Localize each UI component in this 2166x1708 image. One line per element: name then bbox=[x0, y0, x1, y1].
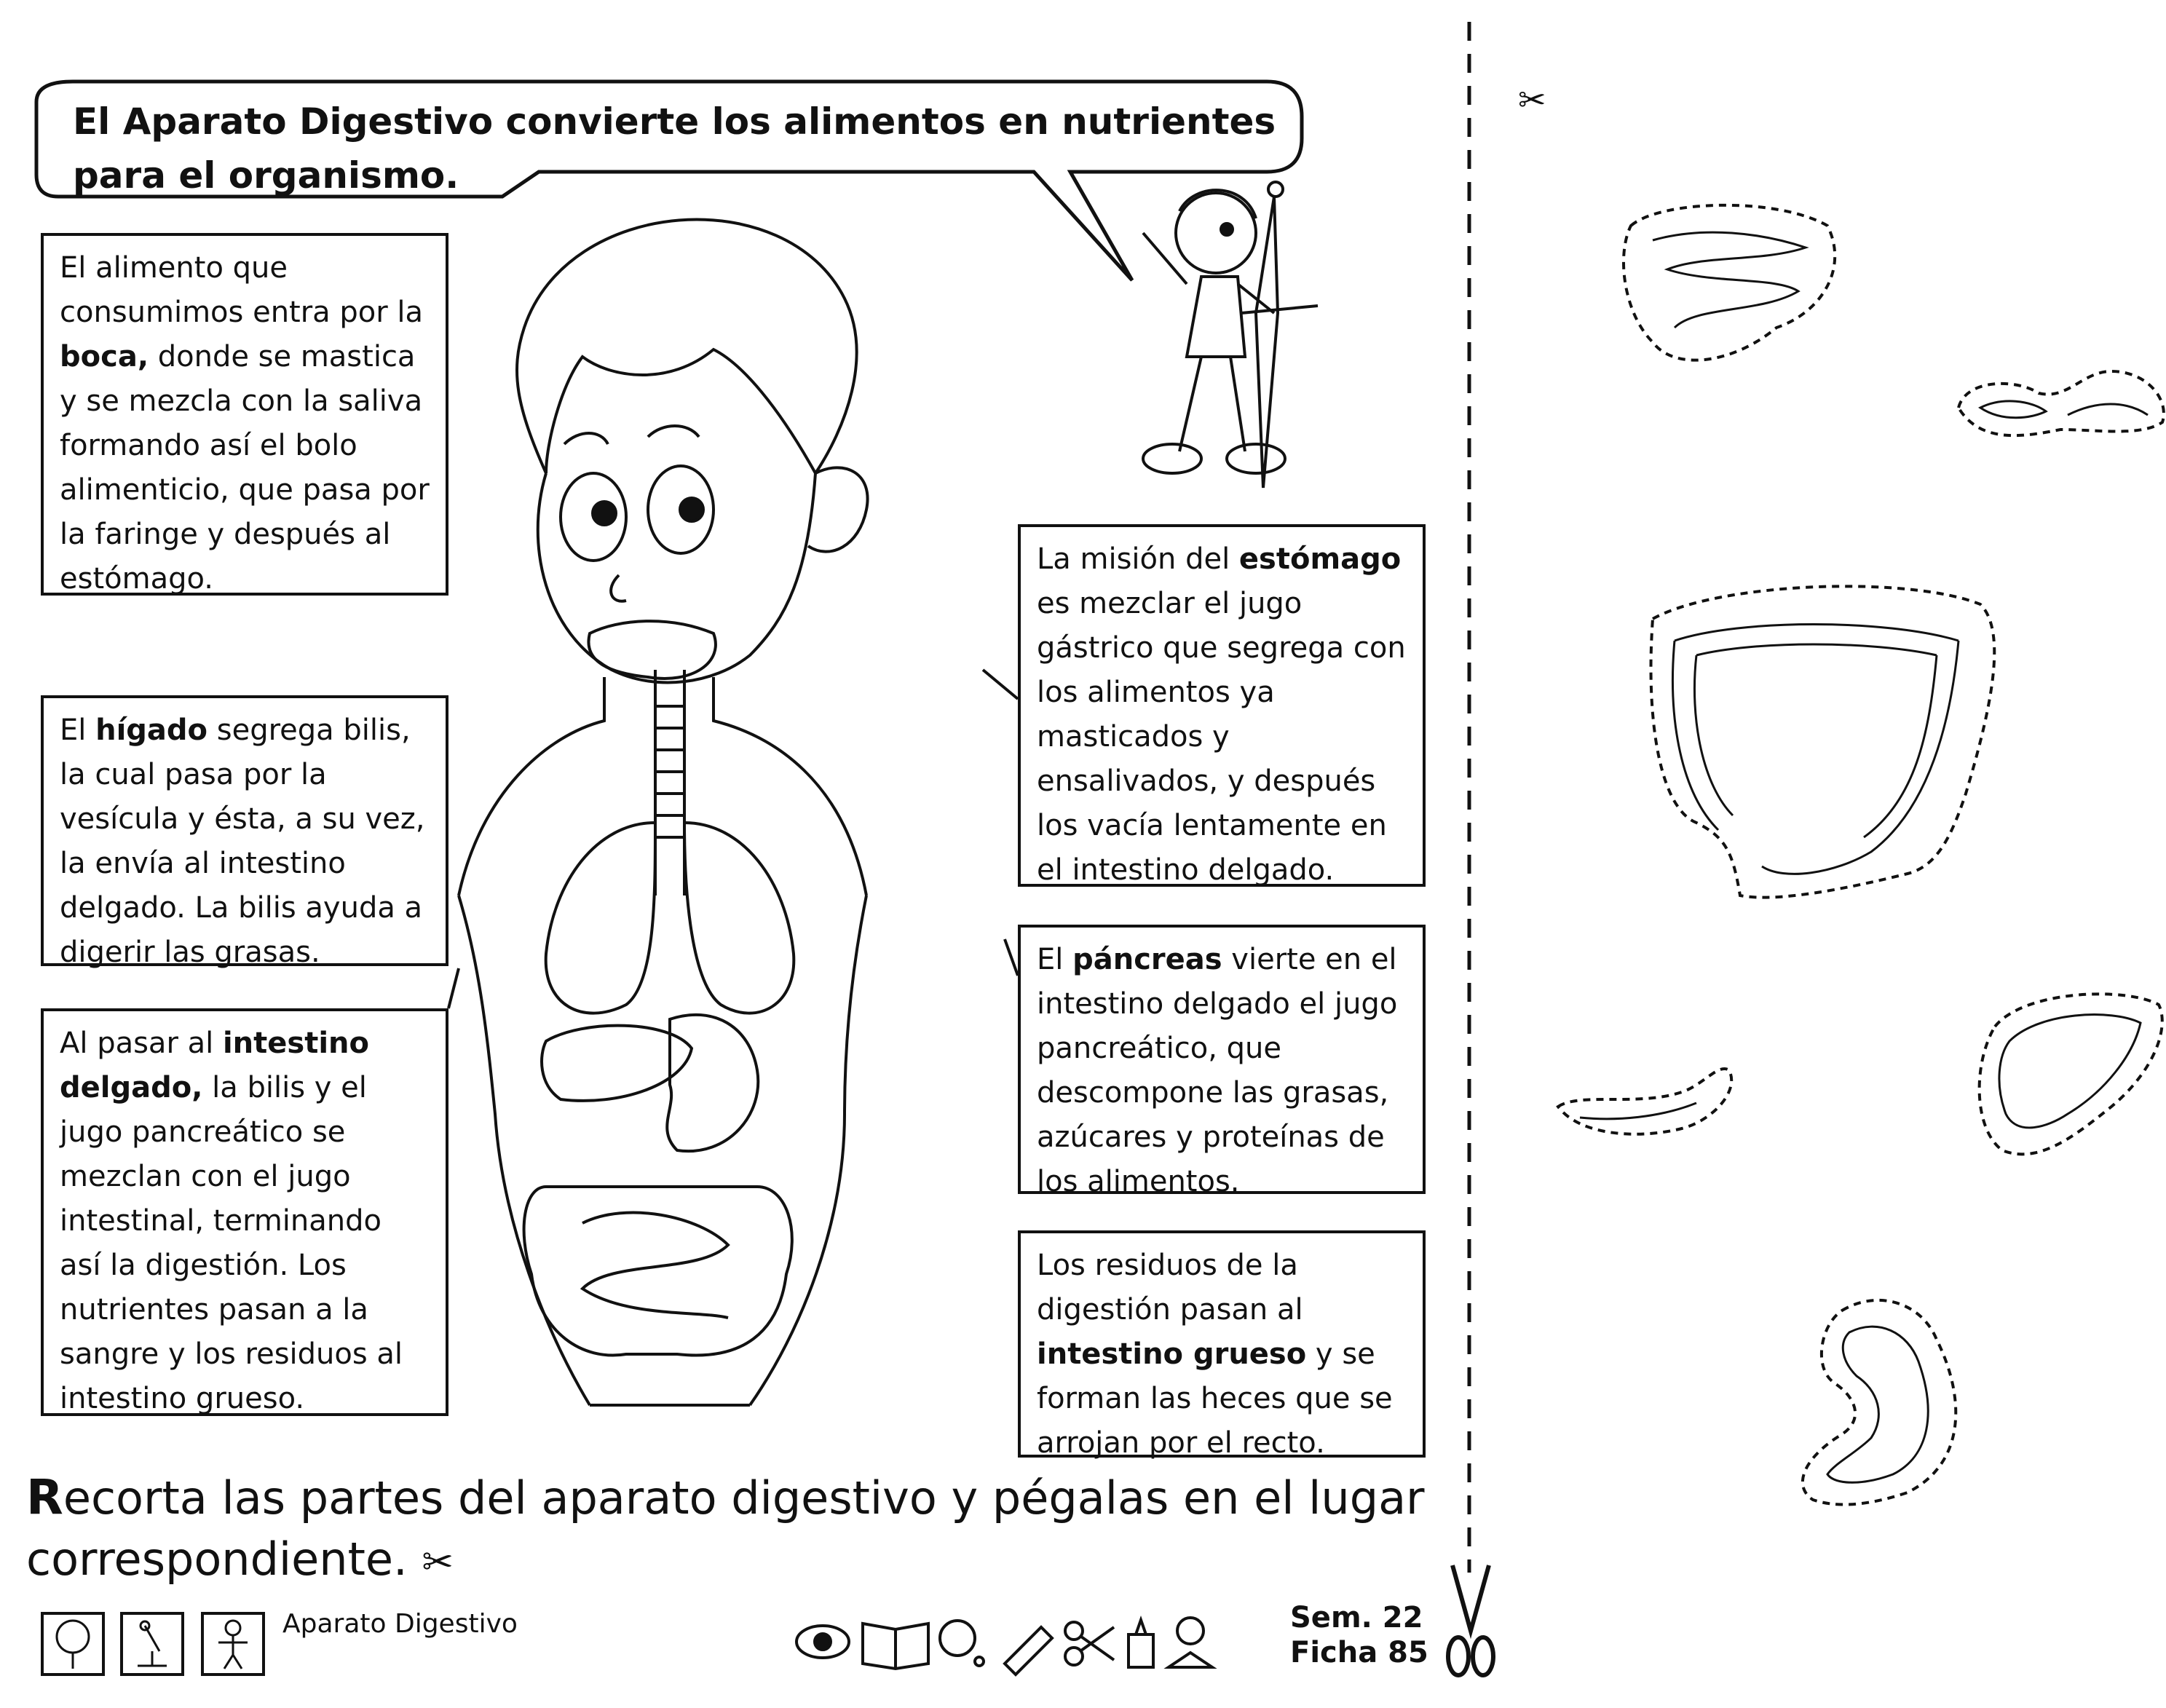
glue-icon bbox=[1127, 1615, 1155, 1669]
info-box-pancreas: El páncreas vierte en el intestino delga… bbox=[1018, 925, 1426, 1198]
pancreas-text-pre: El bbox=[1037, 943, 1073, 976]
scissors-girl-icon: ✂ bbox=[422, 1541, 454, 1584]
pancreas-keyword: páncreas bbox=[1072, 943, 1222, 976]
cutout-large-intestine bbox=[1649, 585, 1996, 899]
cutout-liver bbox=[1977, 992, 2164, 1156]
eye-icon bbox=[795, 1624, 850, 1659]
girl-with-sword-illustration bbox=[1142, 181, 1319, 489]
estomago-text-post: es mezclar el jugo gástrico que segrega … bbox=[1037, 587, 1406, 887]
info-box-estomago: La misión del estómago es mezclar el jug… bbox=[1018, 524, 1426, 887]
estomago-keyword: estómago bbox=[1238, 542, 1402, 576]
intestino-delgado-text-post: la bilis y el jugo pancreático se mezcla… bbox=[60, 1071, 403, 1415]
page-title: El Aparato Digestivo convierte los alime… bbox=[73, 95, 1311, 202]
title-line-2: para el organismo. bbox=[73, 154, 459, 197]
digestive-system-illustration bbox=[457, 218, 869, 1407]
boca-text-pre: El alimento que consumimos entra por la bbox=[60, 251, 424, 329]
microscope-icon bbox=[120, 1612, 184, 1676]
info-box-higado: El hígado segrega bilis, la cual pasa po… bbox=[41, 695, 448, 969]
intestino-delgado-text-pre: Al pasar al bbox=[60, 1027, 223, 1060]
intestino-delgado-keyword: intestino delgado, bbox=[60, 1027, 369, 1104]
title-speech-bubble bbox=[34, 79, 1304, 282]
ficha-number: Ficha 85 bbox=[1290, 1636, 1428, 1669]
higado-text-pre: El bbox=[60, 713, 96, 747]
intestino-grueso-text-pre: Los residuos de la digestión pasan al bbox=[1037, 1249, 1303, 1327]
tree-icon bbox=[41, 1612, 105, 1676]
child-icon bbox=[201, 1612, 265, 1676]
scissors-icon bbox=[1064, 1621, 1115, 1667]
crayon-icon bbox=[1003, 1625, 1054, 1677]
boca-keyword: boca, bbox=[60, 340, 149, 373]
pancreas-text-post: vierte en el intestino delgado el jugo p… bbox=[1037, 943, 1398, 1198]
cut-line bbox=[1467, 22, 1471, 1573]
info-box-intestino-delgado: Al pasar al intestino delgado, la bilis … bbox=[41, 1008, 448, 1416]
scissors-cut-icon bbox=[1446, 1565, 1495, 1677]
instruction-body: ecorta las partes del aparato digestivo … bbox=[26, 1471, 1425, 1586]
higado-text-post: segrega bilis, la cual pasa por la vesíc… bbox=[60, 713, 425, 969]
cutout-stomach bbox=[1801, 1299, 1958, 1506]
higado-keyword: hígado bbox=[95, 713, 208, 747]
intestino-grueso-text-post: y se forman las heces que se arrojan por… bbox=[1037, 1337, 1393, 1460]
boca-text-post: donde se mastica y se mezcla con la sali… bbox=[60, 340, 430, 596]
instruction-text: Recorta las partes del aparato digestivo… bbox=[26, 1467, 1453, 1593]
footer-topic: Aparato Digestivo bbox=[282, 1609, 518, 1639]
activity-icons bbox=[795, 1615, 1217, 1677]
intestino-grueso-keyword: intestino grueso bbox=[1037, 1337, 1307, 1371]
instruction-initial: R bbox=[26, 1469, 63, 1525]
reading-child-icon bbox=[1163, 1616, 1217, 1669]
estomago-text-pre: La misión del bbox=[1037, 542, 1239, 576]
sem-ficha-label: Sem. 22 Ficha 85 bbox=[1290, 1600, 1428, 1670]
cutout-gallbladder bbox=[1556, 1067, 1734, 1136]
info-box-boca: El alimento que consumimos entra por la … bbox=[41, 233, 448, 596]
pointer-lines bbox=[447, 668, 1019, 1009]
sem-number: Sem. 22 bbox=[1290, 1601, 1423, 1634]
book-icon bbox=[861, 1621, 930, 1671]
title-line-1: El Aparato Digestivo convierte los alime… bbox=[73, 100, 1276, 143]
thinking-icon bbox=[938, 1619, 985, 1667]
small-figure-icon: ✂ bbox=[1518, 80, 1546, 119]
cutout-small-intestine bbox=[1622, 203, 1837, 362]
info-box-intestino-grueso: Los residuos de la digestión pasan al in… bbox=[1018, 1230, 1426, 1460]
cutout-pancreas bbox=[1956, 369, 2165, 438]
